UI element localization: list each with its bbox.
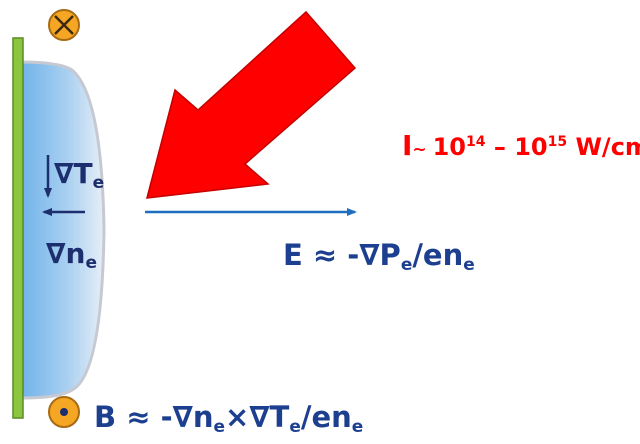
intensity-label: I~ 1014 – 1015 W/cm2 <box>402 129 640 162</box>
density-gradient-label: ∇ne <box>46 237 97 273</box>
target-slab <box>12 37 24 419</box>
circle-dot-icon <box>48 396 80 428</box>
circle-cross-icon <box>48 9 80 41</box>
laser-arrow <box>145 10 357 199</box>
electric-field-label: E ≈ -∇Pe/ene <box>283 238 475 275</box>
magnetic-field-label: B ≈ -∇ne×∇Te/ene <box>94 400 363 437</box>
plasma-plume <box>18 60 106 400</box>
temp-gradient-label: ∇Te <box>54 157 104 193</box>
